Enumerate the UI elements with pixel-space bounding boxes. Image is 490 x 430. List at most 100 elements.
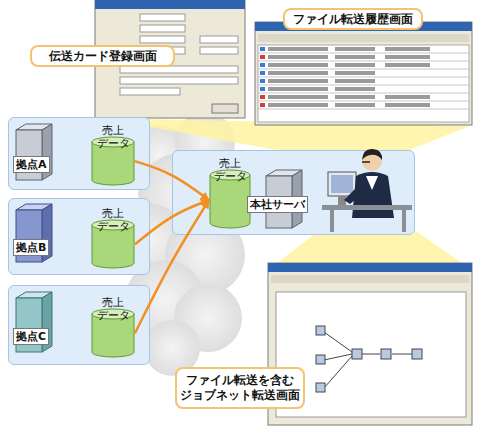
operator-hair xyxy=(362,149,382,160)
job-icon xyxy=(412,349,422,359)
database-cylinder: 売上 データ xyxy=(209,157,251,229)
input-field xyxy=(140,25,185,32)
jobnet-link xyxy=(324,354,352,360)
monitor-screen xyxy=(331,175,353,193)
job-icon xyxy=(352,349,362,359)
callout-label: ファイル転送を含む ジョブネット転送画面 xyxy=(177,373,303,403)
list-cells xyxy=(268,47,430,107)
list-row xyxy=(258,93,469,94)
callout-label: 伝送カード登録画面 xyxy=(46,49,160,64)
list-cell xyxy=(268,55,328,59)
input-field xyxy=(140,14,185,21)
status-icon xyxy=(260,87,265,91)
list-row xyxy=(258,61,469,62)
list-cell xyxy=(268,63,328,67)
desk-leg xyxy=(402,210,406,232)
list-cell xyxy=(335,79,375,83)
status-icons xyxy=(260,47,265,107)
server-side xyxy=(292,170,302,228)
database-cylinder: 売上 データ xyxy=(91,207,135,269)
server-icon xyxy=(16,292,52,352)
job-icon xyxy=(381,349,391,359)
jobnet-link xyxy=(324,356,352,388)
list-cell xyxy=(335,71,375,75)
status-icon xyxy=(260,79,265,83)
callout-label: ファイル転送履歴画面 xyxy=(290,12,416,27)
input-field xyxy=(140,36,185,43)
status-icon xyxy=(260,55,265,59)
list-row xyxy=(258,53,469,54)
transfer-arrow xyxy=(135,200,209,333)
transfer-arrow xyxy=(135,200,209,244)
server-icon xyxy=(16,204,52,262)
callout-box: 伝送カード登録画面 xyxy=(30,45,175,67)
jobnet-link xyxy=(392,354,412,355)
monitor-stand xyxy=(338,196,346,205)
status-icon xyxy=(260,95,265,99)
job-icon xyxy=(316,383,325,392)
window-button xyxy=(212,104,238,113)
site-band: 拠点B 売上 データ xyxy=(8,198,150,275)
list-cell xyxy=(385,103,430,107)
job-icon xyxy=(316,355,325,364)
status-icon xyxy=(260,71,265,75)
list-row xyxy=(258,101,469,102)
jobnet-link xyxy=(362,354,380,355)
server-side xyxy=(42,204,52,262)
list-row xyxy=(258,109,469,110)
status-icon xyxy=(260,47,265,51)
data-label: 売上 データ xyxy=(209,157,251,183)
database-cylinder: 売上 データ xyxy=(91,296,135,358)
list-cell xyxy=(268,79,328,83)
list-row xyxy=(258,77,469,78)
window-titlebar xyxy=(268,263,472,272)
operator-head xyxy=(362,151,382,171)
site-band: 本社サーバ 売上 データ xyxy=(172,150,415,235)
monitor xyxy=(328,172,356,196)
server-side xyxy=(42,124,52,180)
list-cell xyxy=(335,95,375,99)
server-label: 本社サーバ xyxy=(247,196,308,213)
list-cell xyxy=(268,87,328,91)
data-label: 売上 データ xyxy=(91,207,135,233)
history-list xyxy=(258,45,469,122)
callout-box: ファイル転送を含む ジョブネット転送画面 xyxy=(175,367,305,409)
window-frame xyxy=(255,22,472,125)
list-cell xyxy=(268,47,328,51)
list-cell xyxy=(335,47,375,51)
callout-box: ファイル転送履歴画面 xyxy=(283,8,423,30)
input-field xyxy=(200,47,238,54)
job-icon xyxy=(316,326,325,335)
desk xyxy=(322,205,412,210)
data-label: 売上 データ xyxy=(91,296,135,322)
server-front xyxy=(16,298,42,352)
server-icon xyxy=(16,124,52,180)
list-rows xyxy=(258,53,469,109)
desk-leg xyxy=(330,210,334,232)
server-top xyxy=(16,292,52,298)
jobnet-links xyxy=(324,332,412,388)
server-label: 拠点C xyxy=(13,328,49,345)
operator-figure xyxy=(322,149,412,232)
list-cell xyxy=(385,55,430,59)
data-label: 売上 データ xyxy=(91,124,135,150)
list-row xyxy=(258,85,469,86)
list-cell xyxy=(335,63,375,67)
list-cell xyxy=(268,103,328,107)
operator-glasses xyxy=(362,161,370,163)
server-front xyxy=(16,130,42,180)
server-label: 拠点B xyxy=(13,239,49,256)
screenshot-window xyxy=(255,22,472,125)
list-cell xyxy=(335,55,375,59)
server-top xyxy=(16,124,52,130)
status-icon xyxy=(260,63,265,67)
server-front xyxy=(16,210,42,262)
server-side xyxy=(42,292,52,352)
input-field xyxy=(120,66,238,73)
server-label: 拠点A xyxy=(13,156,50,173)
list-cell xyxy=(385,47,430,51)
server-top xyxy=(16,204,52,210)
list-cell xyxy=(335,103,375,107)
